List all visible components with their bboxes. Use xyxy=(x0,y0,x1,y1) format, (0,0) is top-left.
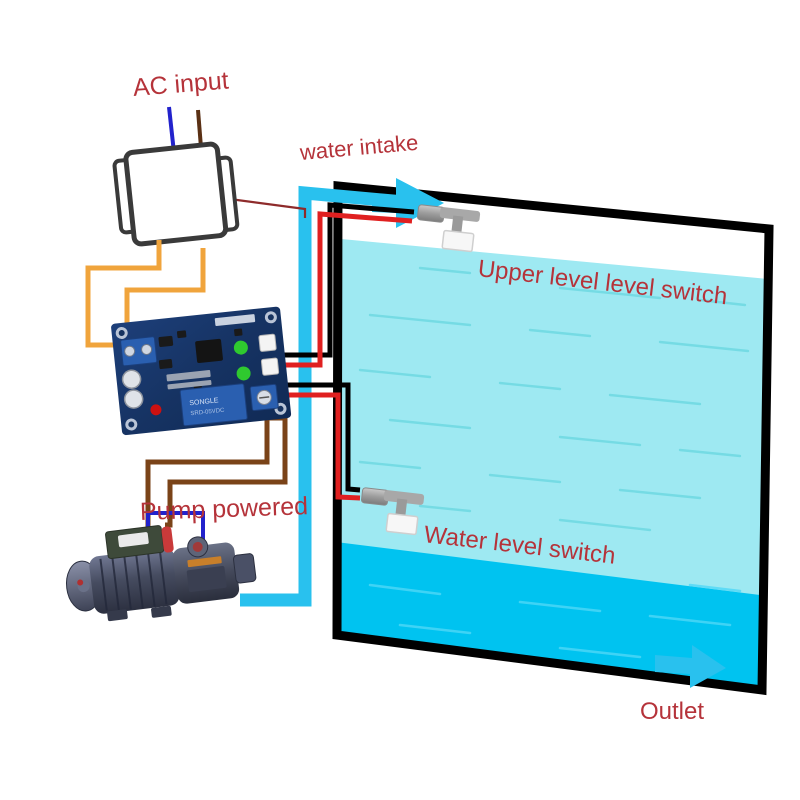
svg-text:SONGLE: SONGLE xyxy=(189,397,219,407)
resistor-array xyxy=(166,370,212,390)
sensor-connectors xyxy=(258,333,280,376)
capacitor-1 xyxy=(121,369,142,389)
ripple-lines-upper xyxy=(358,266,750,532)
orange-wire-1 xyxy=(85,240,162,348)
water-tank xyxy=(332,181,774,696)
label-outlet: Outlet xyxy=(640,698,705,725)
upper-float-switch xyxy=(416,204,481,253)
capacitor-2 xyxy=(123,389,144,409)
intake-arrow-head xyxy=(372,178,444,228)
outlet-arrow xyxy=(655,645,726,688)
wire-upper-black xyxy=(276,202,415,358)
tank-outline xyxy=(332,181,774,696)
silkscreen-label xyxy=(214,314,256,327)
main-ic xyxy=(195,338,223,364)
mounting-holes xyxy=(115,311,287,431)
sensor-wires xyxy=(276,202,415,501)
pump-capacitor xyxy=(161,526,174,553)
controller-board: SONGLE SRD-05VDC xyxy=(111,306,292,436)
status-led-2 xyxy=(236,366,251,381)
transformer xyxy=(112,141,240,247)
power-terminal-block xyxy=(120,336,158,367)
ripple-lines-lower xyxy=(368,583,742,659)
pump-motor-body xyxy=(89,547,180,614)
label-pump-powered: Pump powered xyxy=(139,492,309,526)
wire-upper-red xyxy=(276,211,413,368)
svg-text:SRD-05VDC: SRD-05VDC xyxy=(190,408,225,418)
relay xyxy=(179,383,248,427)
power-led xyxy=(150,404,162,416)
wire-lower-red xyxy=(276,392,361,501)
status-led-1 xyxy=(233,340,248,355)
pump-discharge-flange xyxy=(233,553,257,584)
wire-lower-black xyxy=(276,382,361,493)
water-pump xyxy=(65,525,257,622)
pump-brand-plate xyxy=(187,556,222,568)
lower-float-switch xyxy=(360,487,425,536)
motor-fins xyxy=(99,550,168,611)
